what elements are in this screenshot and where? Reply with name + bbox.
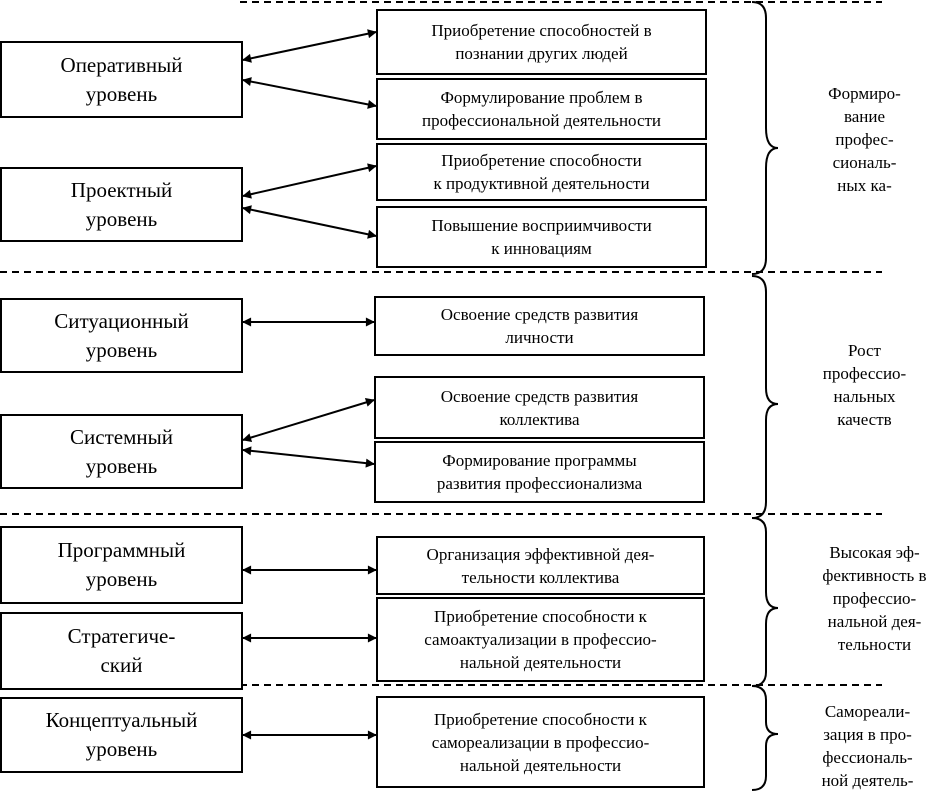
level-strategic: Стратегиче- ский [0, 612, 243, 690]
level-project: Проектный уровень [0, 167, 243, 242]
brace-2 [751, 275, 779, 519]
result-5: Освоение средств развития личности [374, 296, 705, 356]
brace-1 [751, 1, 779, 275]
level-conceptual: Концептуальный уровень [0, 697, 243, 773]
result-7: Формирование программы развития професси… [374, 441, 705, 503]
result-6: Освоение средств развития коллектива [374, 376, 705, 439]
result-2: Формулирование проблем в профессионально… [376, 78, 707, 140]
arrow-system-to-result-7 [242, 446, 375, 468]
arrow-project-to-result-4 [242, 205, 377, 239]
goal-2: Рост профессио- нальных качеств [822, 341, 907, 429]
goal-3: Высокая эф- фективность в профессио- нал… [822, 543, 927, 654]
result-1: Приобретение способностей в познании дру… [376, 9, 707, 75]
brace-4 [751, 685, 779, 791]
result-8: Организация эффективной дея- тельности к… [376, 536, 705, 595]
arrow-operative-to-result-2 [242, 77, 377, 109]
arrow-operative-to-result-1 [242, 29, 377, 63]
result-3: Приобретение способности к продуктивной … [376, 143, 707, 201]
result-9: Приобретение способности к самоактуализа… [376, 597, 705, 682]
level-situational: Ситуационный уровень [0, 298, 243, 373]
level-system: Системный уровень [0, 414, 243, 489]
result-10: Приобретение способности к самореализаци… [376, 696, 705, 788]
brace-3 [751, 517, 779, 687]
arrow-project-to-result-3 [242, 163, 377, 199]
goal-4: Самореали- зация в про- фессиональ- ной … [821, 702, 914, 790]
arrow-system-to-result-6 [242, 398, 375, 442]
level-operative: Оперативный уровень [0, 41, 243, 118]
level-program: Программный уровень [0, 526, 243, 604]
goal-1: Формиро- вание профес- сиональ- ных ка- [828, 84, 901, 195]
result-4: Повышение восприимчивости к инновациям [376, 206, 707, 268]
